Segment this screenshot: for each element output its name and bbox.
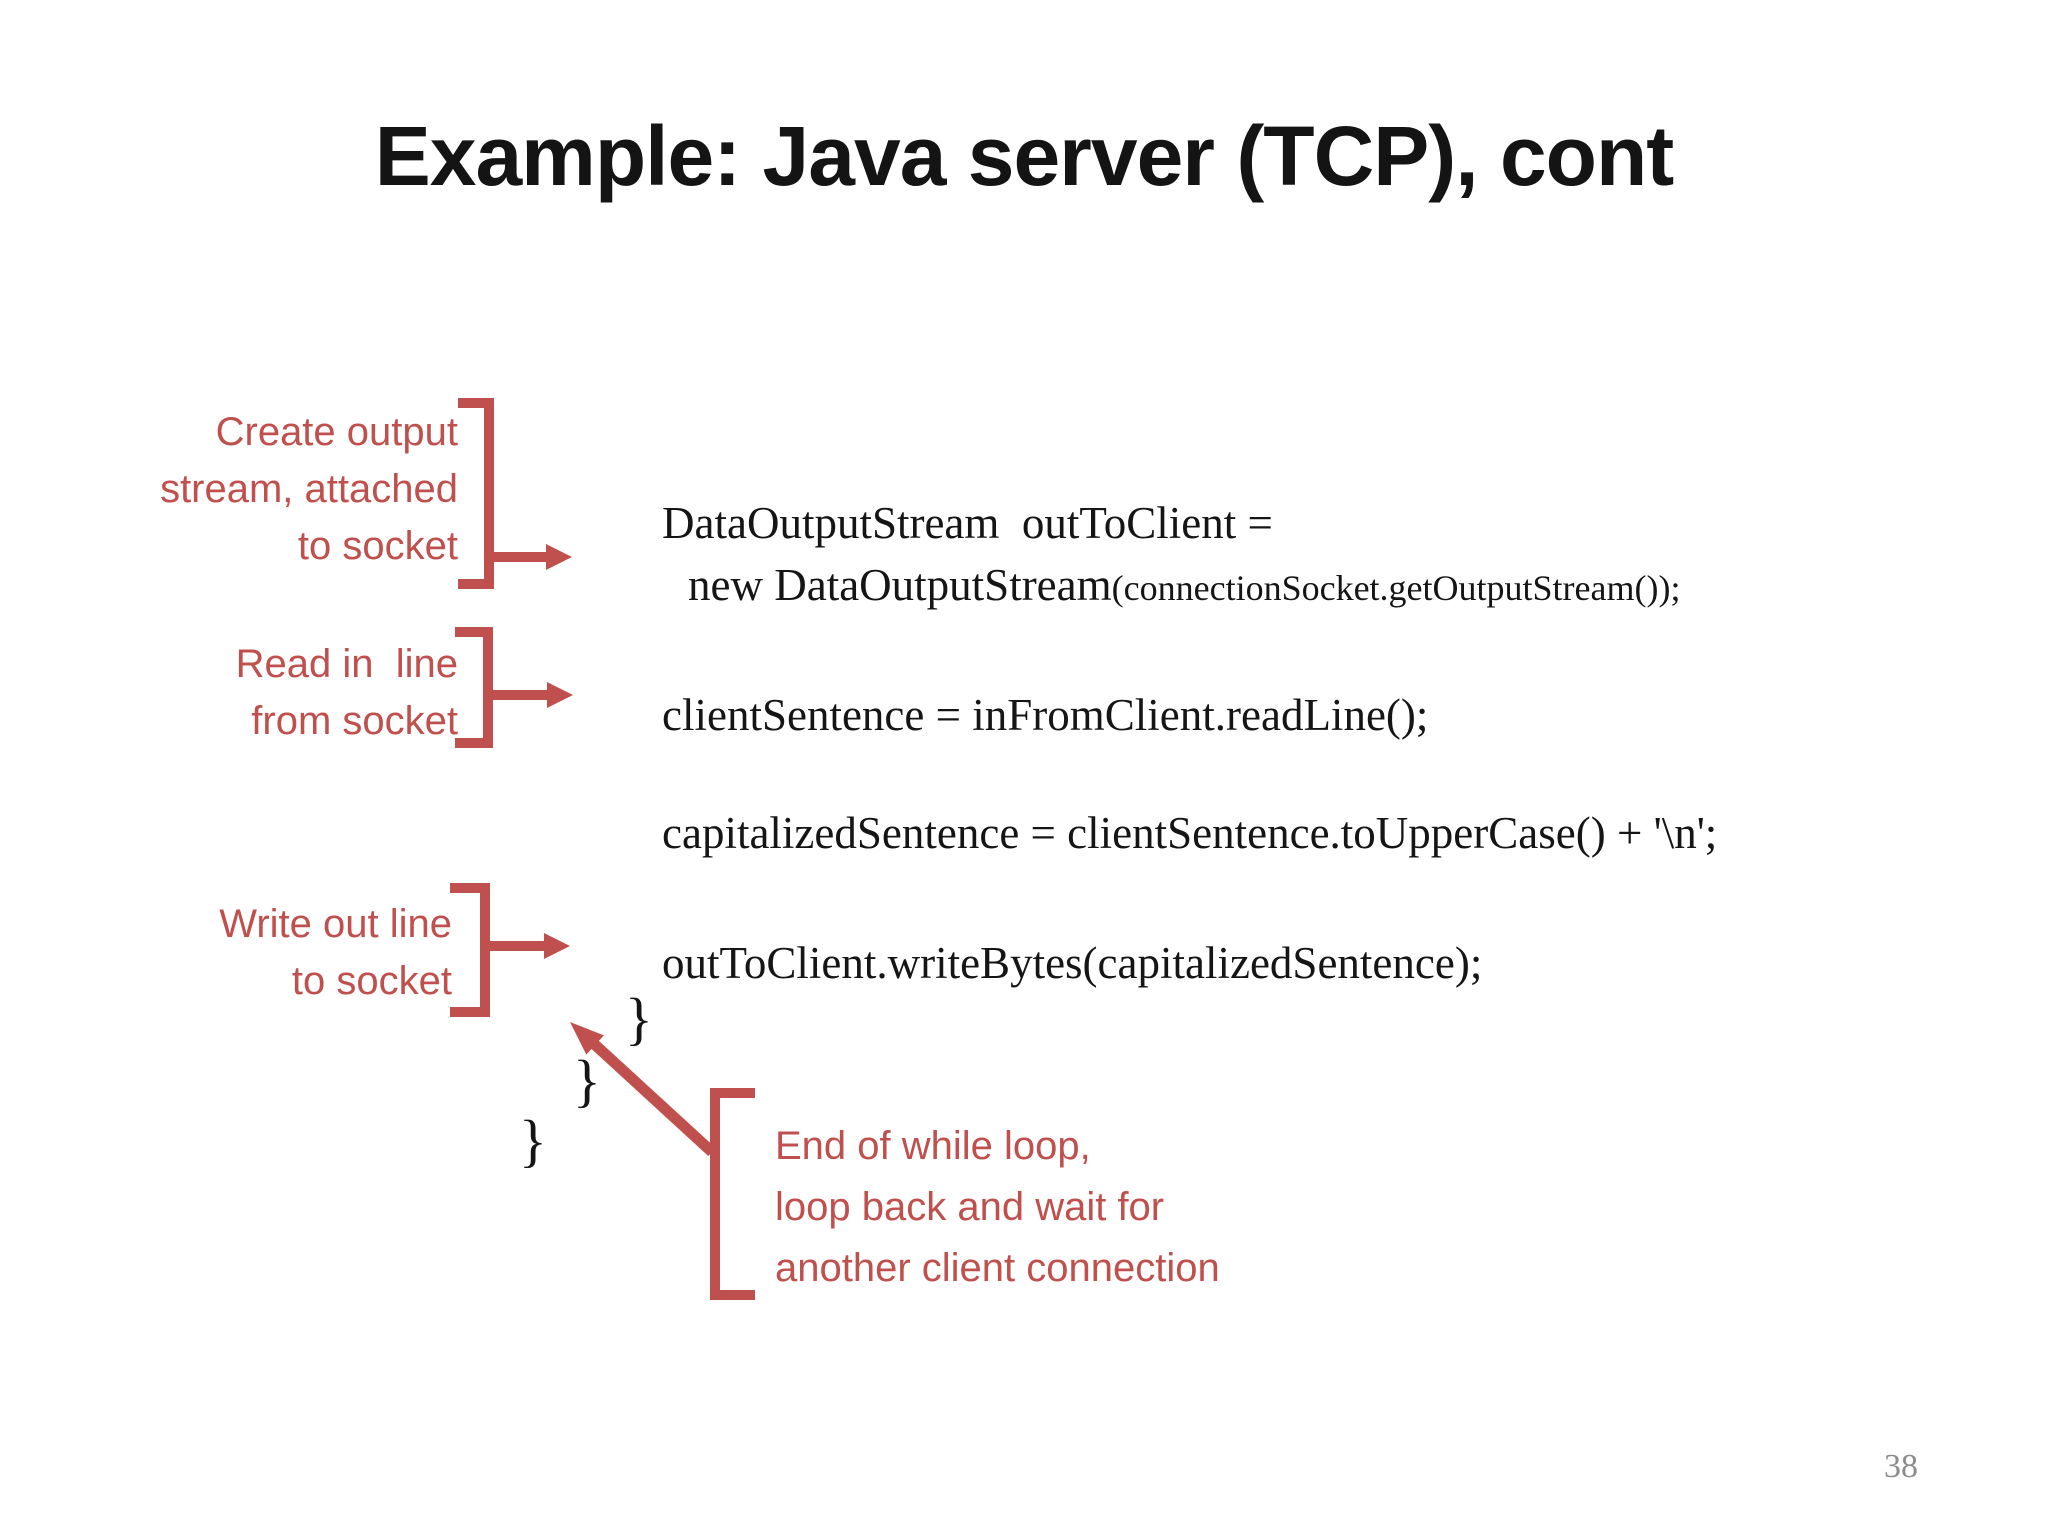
code-line2-small: (connectionSocket.getOutputStream()); — [1111, 568, 1681, 608]
arrow-up-left-icon — [570, 1022, 716, 1157]
bracket-write-out-line — [450, 883, 490, 1017]
arrow-write-out-line — [488, 941, 544, 951]
code-line-dataoutputstream: DataOutputStream outToClient = — [662, 498, 1273, 548]
annotation-create-output-stream: Create output stream, attached to socket — [160, 410, 458, 568]
bracket-read-in-line — [455, 627, 493, 748]
bracket-end-of-while — [710, 1088, 755, 1300]
code-line-clientsentence: clientSentence = inFromClient.readLine()… — [662, 690, 1429, 740]
closing-brace-while: } — [625, 986, 653, 1051]
annotation-end-of-while: End of while loop, loop back and wait fo… — [775, 1124, 1220, 1290]
code-line-writebytes: outToClient.writeBytes(capitalizedSenten… — [662, 938, 1483, 988]
arrow-right-icon — [546, 544, 572, 570]
code-line-new-dataoutputstream: new DataOutputStream(connectionSocket.ge… — [688, 560, 1680, 612]
slide-title: Example: Java server (TCP), cont — [374, 109, 1675, 203]
annotation-read-in-line: Read in line from socket — [235, 642, 458, 743]
closing-brace-main: } — [573, 1048, 601, 1113]
arrow-right-icon — [547, 682, 573, 708]
arrow-read-in-line — [491, 690, 547, 700]
code-line2-main: new DataOutputStream — [688, 560, 1112, 610]
page-number: 38 — [1884, 1448, 1918, 1485]
arrow-create-output-line — [490, 552, 546, 562]
code-line-capitalizedsentence: capitalizedSentence = clientSentence.toU… — [662, 808, 1718, 858]
bracket-create-output — [458, 398, 494, 589]
arrow-right-icon — [544, 933, 570, 959]
closing-brace-class: } — [519, 1108, 547, 1173]
annotation-write-out-line: Write out line to socket — [219, 902, 452, 1003]
